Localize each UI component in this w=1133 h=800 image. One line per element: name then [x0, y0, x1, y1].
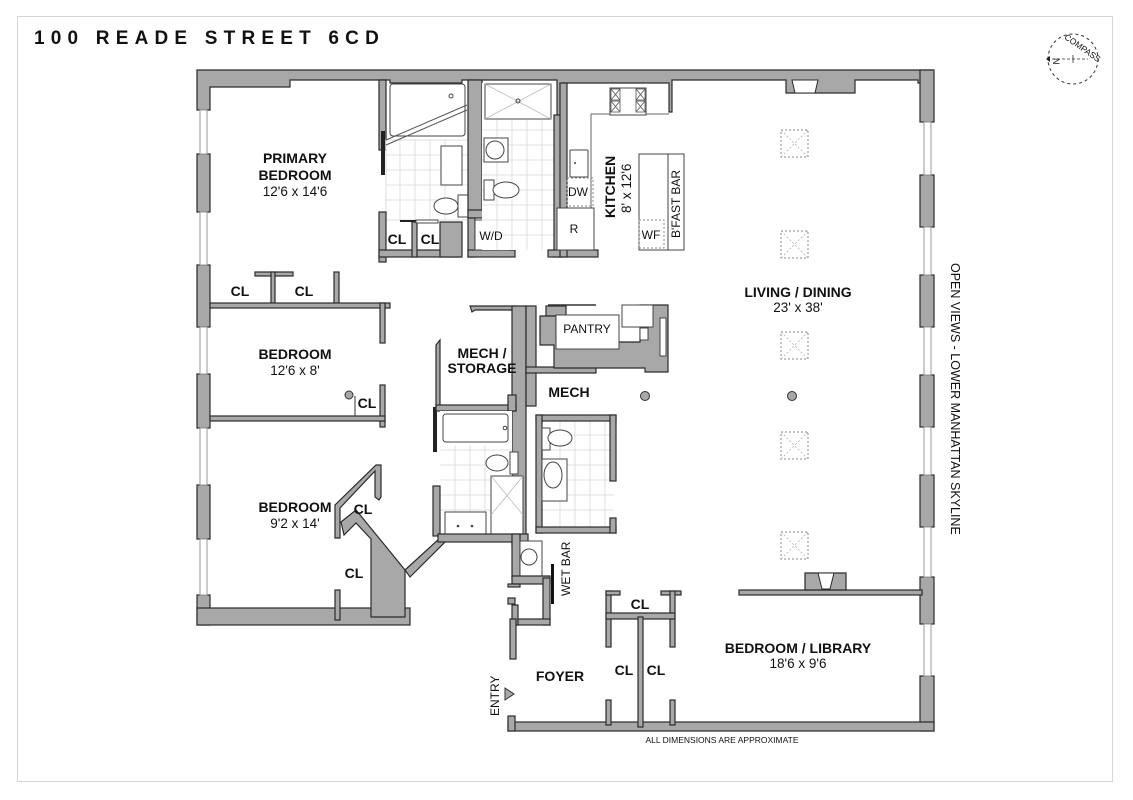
closet-label: CL: [631, 596, 650, 612]
kitchen-dims: 8' x 12'6: [619, 164, 634, 213]
living-dining-dims: 23' x 38': [773, 300, 822, 315]
pantry-label: PANTRY: [563, 322, 611, 336]
closet-label: CL: [231, 283, 250, 299]
core-interior-walls: [432, 304, 923, 728]
closet-label: CL: [345, 565, 364, 581]
compass-icon: N COMPASS: [1046, 32, 1103, 85]
page-title: 100 READE STREET 6CD: [34, 28, 386, 49]
entry-label: ENTRY: [488, 676, 502, 716]
wet-bar-label: WET BAR: [559, 541, 573, 596]
closet-label: CL: [421, 231, 440, 247]
mech-storage-label-1: MECH /: [458, 345, 507, 361]
wine-fridge-label: WF: [642, 228, 661, 242]
mech-storage-label-2: STORAGE: [448, 360, 517, 376]
washer-dryer-label: W/D: [479, 229, 503, 243]
west-interior-walls: [209, 271, 446, 621]
primary-bedroom-label-2: BEDROOM: [258, 167, 331, 183]
ceiling-light-markers: [780, 129, 809, 560]
exterior-walls: [196, 69, 935, 732]
foyer-label: FOYER: [536, 668, 584, 684]
bedroom-3-dims: 9'2 x 14': [270, 516, 319, 531]
views-note: OPEN VIEWS - LOWER MANHATTAN SKYLINE: [948, 263, 962, 535]
closet-label: CL: [647, 662, 666, 678]
refrigerator-label: R: [570, 222, 579, 236]
breakfast-bar-label: B'FAST BAR: [669, 170, 683, 238]
mech-label: MECH: [548, 384, 589, 400]
closet-label: CL: [615, 662, 634, 678]
bedroom-3-label: BEDROOM: [258, 499, 331, 515]
bedroom-library-dims: 18'6 x 9'6: [770, 656, 827, 671]
bedroom-2-dims: 12'6 x 8': [270, 363, 319, 378]
primary-bedroom-dims: 12'6 x 14'6: [263, 184, 327, 199]
page-frame: [17, 16, 1113, 782]
north-interior-walls: [378, 79, 809, 560]
closet-label: CL: [295, 283, 314, 299]
dishwasher-label: DW: [568, 185, 589, 199]
dimensions-disclaimer: ALL DIMENSIONS ARE APPROXIMATE: [645, 735, 798, 745]
bedroom-library-label: BEDROOM / LIBRARY: [725, 640, 872, 656]
room-labels: PRIMARY BEDROOM 12'6 x 14'6 CL CL W/D CL…: [231, 150, 962, 745]
living-dining-label: LIVING / DINING: [744, 284, 851, 300]
kitchen-label: KITCHEN: [602, 156, 618, 218]
closet-label: CL: [388, 231, 407, 247]
entry-arrow-icon: [504, 687, 515, 701]
closet-label: CL: [354, 501, 373, 517]
compass-north-label: N: [1051, 58, 1061, 65]
bedroom-2-label: BEDROOM: [258, 346, 331, 362]
primary-bedroom-label-1: PRIMARY: [263, 150, 328, 166]
closet-label: CL: [358, 395, 377, 411]
